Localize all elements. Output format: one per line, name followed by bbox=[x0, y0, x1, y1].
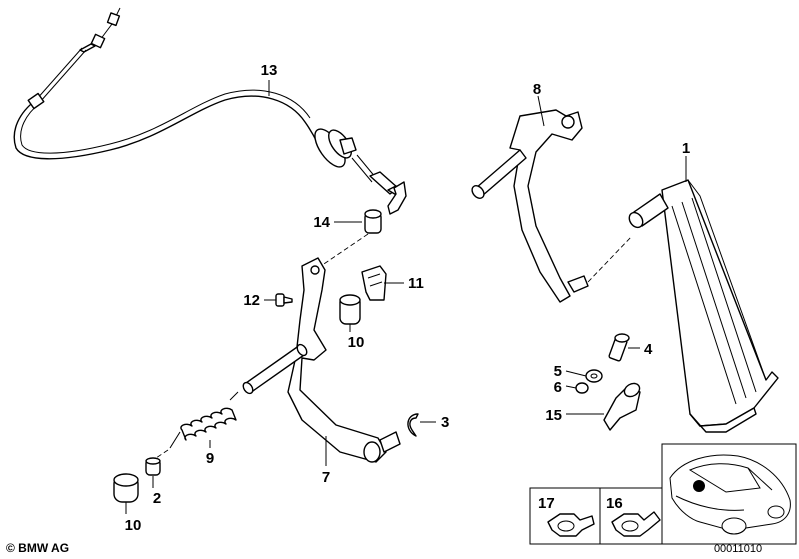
callout-10-upper: 10 bbox=[348, 334, 365, 351]
callout-8: 8 bbox=[533, 81, 541, 98]
callout-14: 14 bbox=[313, 214, 330, 231]
pedal-lever-part-7[interactable] bbox=[241, 257, 401, 463]
callout-16: 16 bbox=[606, 495, 623, 512]
callout-15: 15 bbox=[545, 407, 562, 424]
callout-13: 13 bbox=[261, 62, 278, 79]
circlip-part-3[interactable] bbox=[407, 413, 419, 437]
callout-2: 2 bbox=[153, 490, 161, 507]
callout-9: 9 bbox=[206, 450, 214, 467]
bolt-part-4[interactable] bbox=[608, 333, 630, 362]
callout-1: 1 bbox=[682, 140, 690, 157]
bushing-part-14[interactable] bbox=[364, 209, 382, 234]
stop-part-15[interactable] bbox=[603, 381, 642, 431]
bushing-part-2[interactable] bbox=[145, 457, 161, 476]
callout-17: 17 bbox=[538, 495, 555, 512]
location-marker-icon bbox=[693, 480, 705, 492]
vehicle-location-inset[interactable] bbox=[661, 443, 797, 545]
pedal-arm-part-8[interactable] bbox=[470, 109, 589, 303]
callout-4: 4 bbox=[644, 341, 653, 358]
inset-part-16[interactable]: 16 bbox=[599, 487, 663, 545]
callout-3: 3 bbox=[441, 414, 449, 431]
inset-part-17[interactable]: 17 bbox=[529, 487, 601, 545]
washer-part-5[interactable] bbox=[585, 369, 603, 383]
nut-part-6[interactable] bbox=[575, 382, 589, 394]
screw-part-12[interactable] bbox=[275, 293, 293, 307]
callout-11: 11 bbox=[408, 275, 424, 292]
copyright-label: © BMW AG bbox=[6, 541, 69, 555]
accelerator-cable[interactable] bbox=[13, 7, 407, 215]
callout-5: 5 bbox=[554, 363, 562, 380]
bushing-part-10-lower[interactable] bbox=[113, 473, 139, 503]
bushing-part-10-upper[interactable] bbox=[339, 294, 361, 325]
callout-10-lower: 10 bbox=[125, 517, 142, 534]
callout-6: 6 bbox=[554, 379, 562, 396]
spring-part-9[interactable] bbox=[169, 391, 239, 449]
callout-12: 12 bbox=[243, 292, 260, 309]
accelerator-pedal-part-1[interactable] bbox=[626, 179, 779, 433]
diagram-reference-number: 00011010 bbox=[714, 543, 762, 555]
callout-7: 7 bbox=[322, 469, 330, 486]
clip-part-11[interactable] bbox=[361, 265, 387, 301]
